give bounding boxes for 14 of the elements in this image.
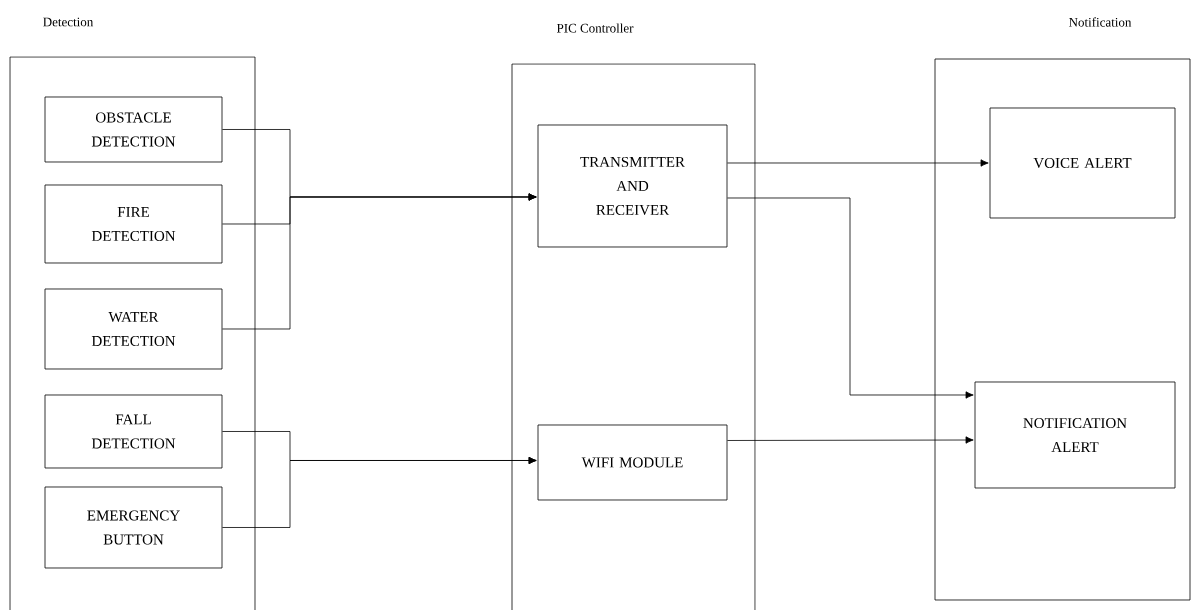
process-box: OBSTACLE DETECTION [44, 96, 223, 163]
process-box: NOTIFICATION ALERT [974, 381, 1176, 489]
arrow [727, 436, 974, 444]
process-box: TRANSMITTER AND RECEIVER [537, 124, 728, 248]
process-box: WATER DETECTION [44, 288, 223, 370]
arrow [727, 159, 989, 167]
process-box: FALL DETECTION [44, 394, 223, 469]
arrow [222, 193, 537, 330]
process-box: VOICE ALERT [989, 107, 1176, 219]
arrow [727, 197, 974, 399]
arrow [222, 456, 537, 528]
process-box: WIFI MODULE [537, 424, 728, 501]
process-box: FIRE DETECTION [44, 184, 223, 264]
process-box: EMERGENCY BUTTON [44, 486, 223, 569]
